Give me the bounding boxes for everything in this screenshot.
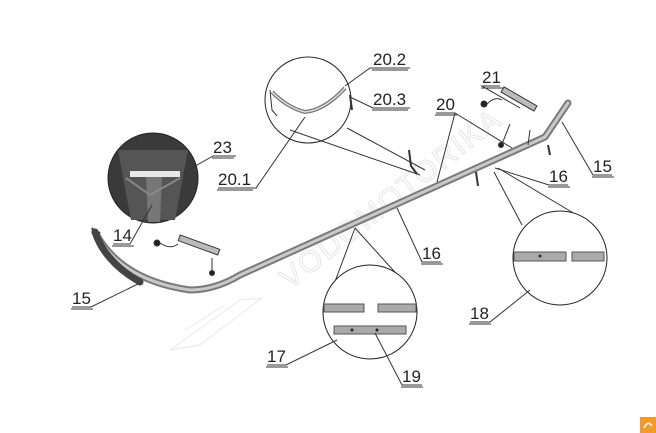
- label-14: 14: [113, 226, 132, 245]
- detail-circle-connector: [322, 227, 418, 360]
- label-20: 20: [436, 95, 455, 114]
- label-20-2: 20.2: [373, 50, 406, 69]
- label-18: 18: [470, 304, 489, 323]
- brand-logo-icon: [640, 417, 656, 433]
- boat-watermark-icon: [169, 297, 264, 351]
- label-21: 21: [482, 68, 501, 87]
- seat-bracket-left: [153, 234, 221, 276]
- detail-circle-seat: [107, 132, 199, 224]
- label-19: 19: [402, 367, 421, 386]
- label-15-right: 15: [593, 157, 612, 176]
- label-23: 23: [213, 138, 232, 157]
- detail-circle-oar-holder: [264, 56, 426, 176]
- detail-circle-joint: [493, 167, 608, 306]
- label-16-right: 16: [549, 167, 568, 186]
- label-20-1: 20.1: [218, 170, 251, 189]
- oarlock-icon: [408, 144, 551, 187]
- label-20-3: 20.3: [373, 90, 406, 109]
- label-16-mid: 16: [422, 244, 441, 263]
- seat-bracket-right: [480, 86, 538, 148]
- frame-tube: [91, 99, 572, 294]
- leader-lines: [72, 67, 612, 386]
- label-17: 17: [267, 347, 286, 366]
- label-15-left: 15: [72, 289, 91, 308]
